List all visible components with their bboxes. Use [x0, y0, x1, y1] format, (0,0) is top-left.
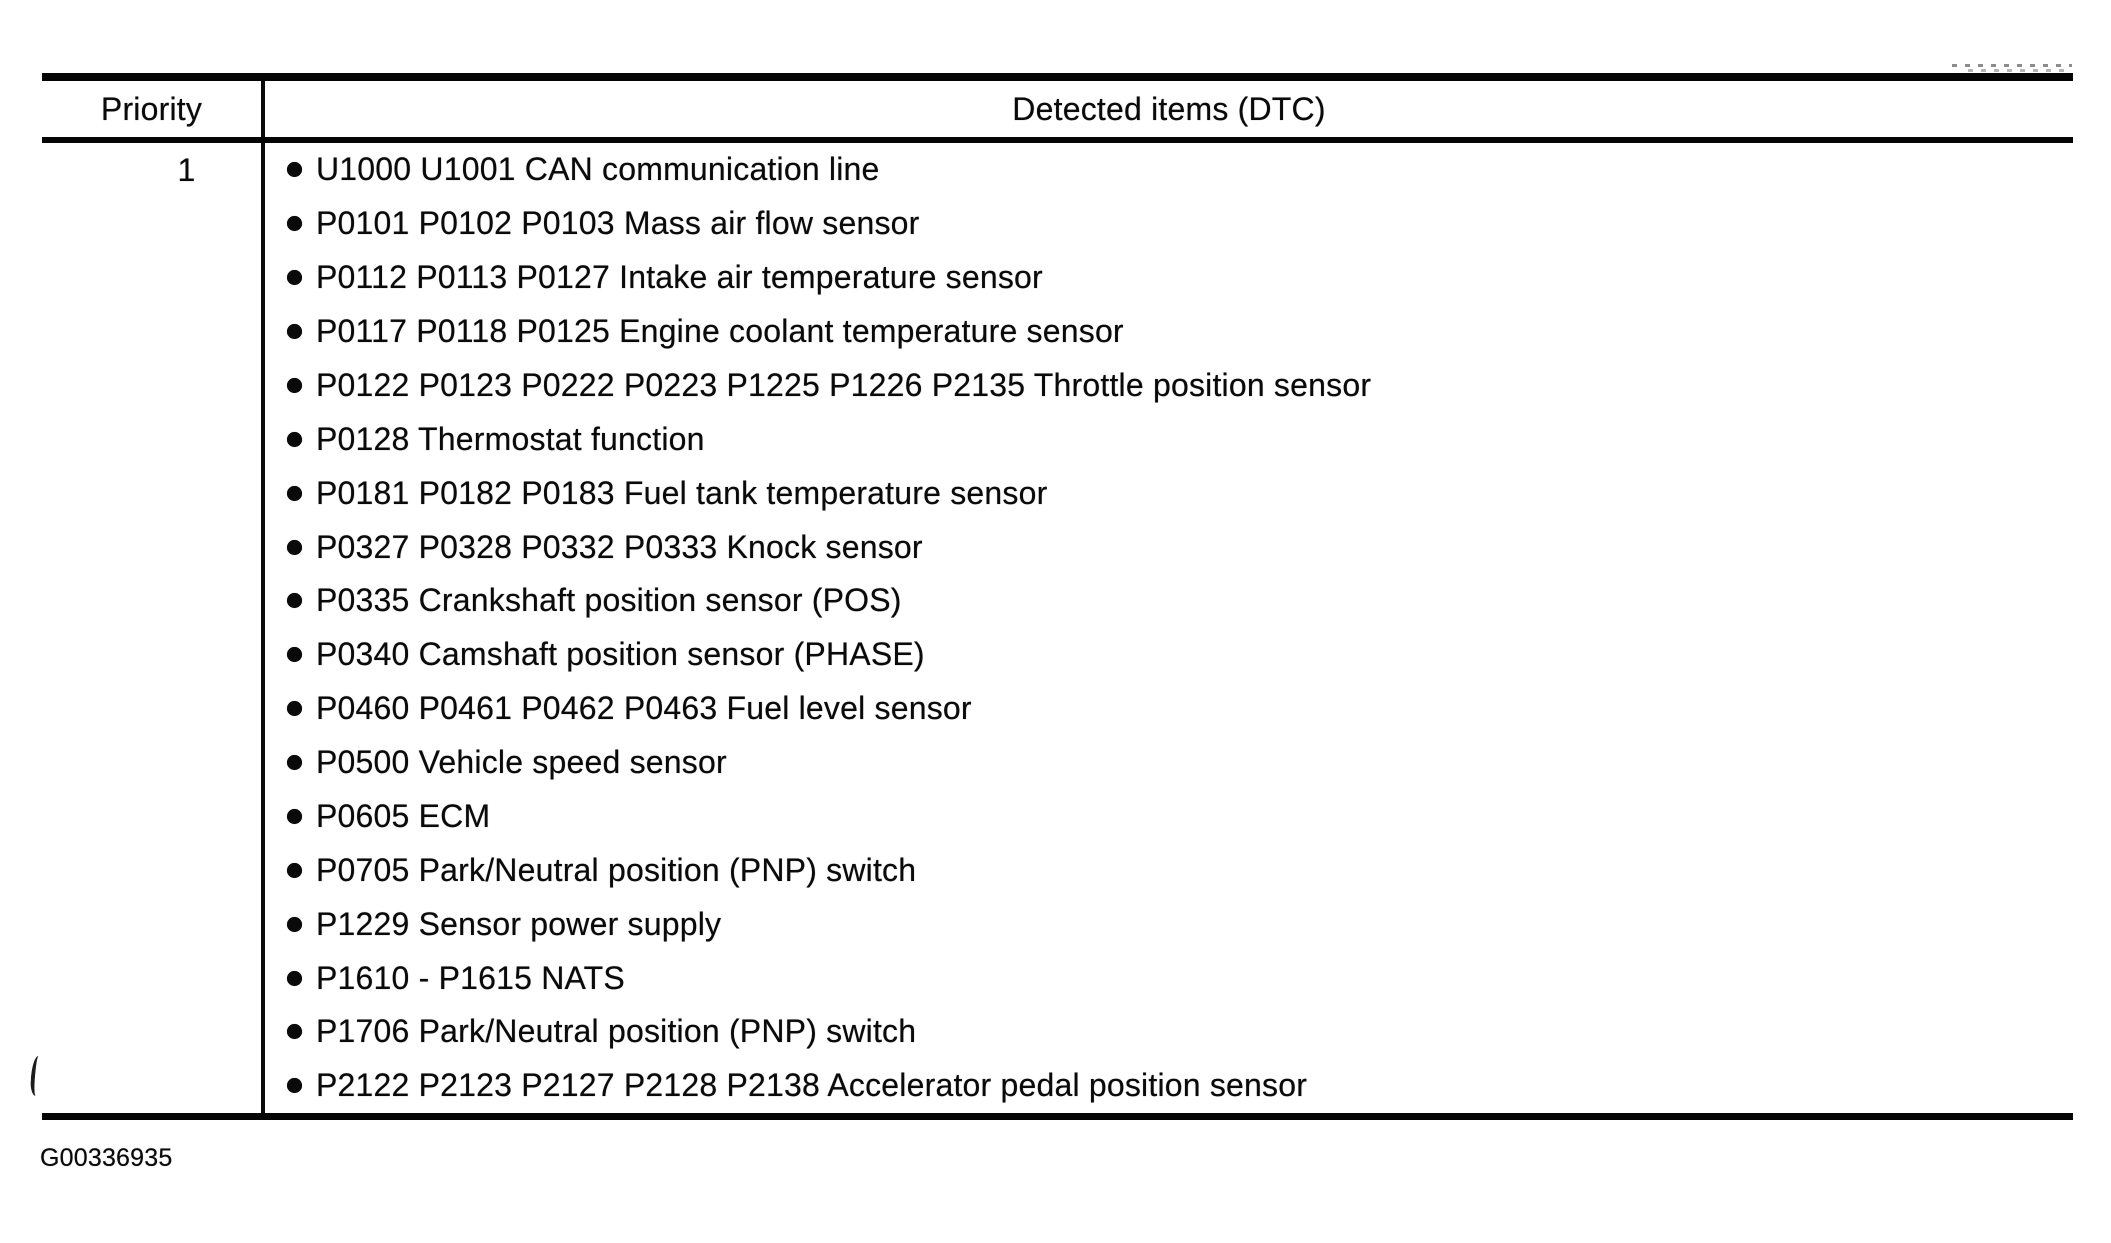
- dtc-item-text: P0460 P0461 P0462 P0463 Fuel level senso…: [316, 690, 972, 727]
- bullet-icon: [287, 1024, 302, 1040]
- detected-items-column-header: Detected items (DTC): [1012, 90, 1326, 127]
- dtc-list-item: P0705 Park/Neutral position (PNP) switch: [287, 843, 2073, 897]
- dtc-list-item: P1229 Sensor power supply: [287, 897, 2073, 951]
- dtc-list-item: P0335 Crankshaft position sensor (POS): [287, 574, 2073, 628]
- bullet-icon: [287, 216, 302, 232]
- dtc-list-item: P1706 Park/Neutral position (PNP) switch: [287, 1005, 2073, 1059]
- priority-value-cell: 1: [42, 143, 265, 1113]
- bullet-icon: [287, 808, 302, 824]
- dtc-list-item: P0112 P0113 P0127 Intake air temperature…: [287, 251, 2073, 305]
- dtc-item-text: P2122 P2123 P2127 P2128 P2138 Accelerato…: [316, 1067, 1308, 1104]
- dtc-item-text: P0128 Thermostat function: [316, 420, 705, 457]
- bullet-icon: [287, 701, 302, 717]
- scan-noise: [1968, 69, 2068, 72]
- dtc-list-item: P0460 P0461 P0462 P0463 Fuel level senso…: [287, 682, 2073, 736]
- dtc-item-text: P0500 Vehicle speed sensor: [316, 744, 727, 781]
- dtc-item-text: P0112 P0113 P0127 Intake air temperature…: [316, 259, 1043, 296]
- dtc-item-text: P1610 - P1615 NATS: [316, 959, 625, 996]
- dtc-item-text: U1000 U1001 CAN communication line: [316, 151, 880, 188]
- dtc-list-item: P2122 P2123 P2127 P2128 P2138 Accelerato…: [287, 1059, 2073, 1113]
- dtc-item-text: P1229 Sensor power supply: [316, 905, 722, 942]
- dtc-list-item: P0122 P0123 P0222 P0223 P1225 P1226 P213…: [287, 359, 2073, 413]
- bullet-icon: [287, 593, 302, 609]
- dtc-list-item: P0340 Camshaft position sensor (PHASE): [287, 628, 2073, 682]
- bullet-icon: [287, 539, 302, 555]
- dtc-item-text: P0101 P0102 P0103 Mass air flow sensor: [316, 205, 920, 242]
- priority-column-header: Priority: [42, 81, 265, 137]
- table-header-row: Priority Detected items (DTC): [42, 81, 2073, 143]
- dtc-item-text: P0340 Camshaft position sensor (PHASE): [316, 636, 925, 673]
- dtc-item-text: P0605 ECM: [316, 797, 491, 834]
- bullet-icon: [287, 862, 302, 878]
- dtc-list-item: P1610 - P1615 NATS: [287, 951, 2073, 1005]
- bullet-icon: [287, 270, 302, 286]
- bullet-icon: [287, 431, 302, 447]
- bullet-icon: [287, 162, 302, 178]
- dtc-list-item: P0500 Vehicle speed sensor: [287, 736, 2073, 790]
- dtc-item-text: P0335 Crankshaft position sensor (POS): [316, 582, 902, 619]
- dtc-list-item: P0128 Thermostat function: [287, 412, 2073, 466]
- dtc-item-text: P0181 P0182 P0183 Fuel tank temperature …: [316, 474, 1048, 511]
- scan-noise: [1952, 64, 2072, 67]
- bullet-icon: [287, 755, 302, 771]
- dtc-list-item: P0327 P0328 P0332 P0333 Knock sensor: [287, 520, 2073, 574]
- bullet-icon: [287, 970, 302, 986]
- dtc-item-text: P0122 P0123 P0222 P0223 P1225 P1226 P213…: [316, 366, 1372, 403]
- bullet-icon: [287, 1078, 302, 1094]
- figure-code-label: G00336935: [40, 1144, 173, 1172]
- dtc-list-item: P0181 P0182 P0183 Fuel tank temperature …: [287, 466, 2073, 520]
- dtc-item-text: P0705 Park/Neutral position (PNP) switch: [316, 851, 917, 888]
- bullet-icon: [287, 916, 302, 932]
- dtc-list-item: P0101 P0102 P0103 Mass air flow sensor: [287, 197, 2073, 251]
- dtc-list-item: P0117 P0118 P0125 Engine coolant tempera…: [287, 305, 2073, 359]
- bullet-icon: [287, 647, 302, 663]
- bullet-icon: [287, 485, 302, 501]
- dtc-list-item: U1000 U1001 CAN communication line: [287, 143, 2073, 197]
- dtc-item-text: P0117 P0118 P0125 Engine coolant tempera…: [316, 313, 1124, 350]
- dtc-item-text: P1706 Park/Neutral position (PNP) switch: [316, 1013, 917, 1050]
- bullet-icon: [287, 324, 302, 340]
- dtc-list-item: P0605 ECM: [287, 790, 2073, 844]
- dtc-priority-table: Priority Detected items (DTC) 1 U1000 U1…: [42, 73, 2073, 1120]
- dtc-item-text: P0327 P0328 P0332 P0333 Knock sensor: [316, 528, 923, 565]
- bullet-icon: [287, 377, 302, 393]
